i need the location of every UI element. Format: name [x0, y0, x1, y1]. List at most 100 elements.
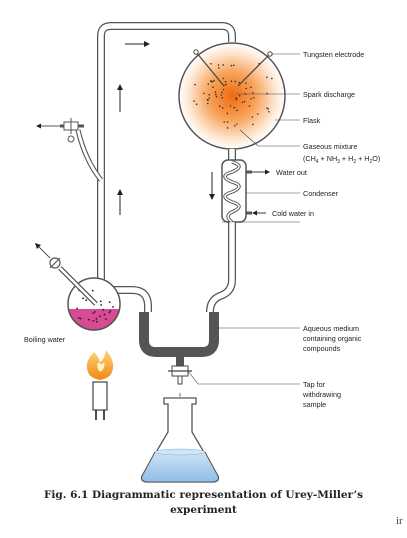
spark-dot [245, 87, 247, 90]
spark-dot [222, 64, 224, 66]
bubble [79, 317, 82, 320]
spark-dot [207, 99, 209, 102]
bubble [102, 308, 105, 311]
spark-dot [226, 127, 229, 129]
spark-dot [243, 100, 246, 103]
label-gas-formula: (CH4 + NH3 + H2 + H2O) [303, 154, 380, 165]
spark-dot [203, 92, 205, 95]
spark-dot [211, 80, 214, 83]
bubble [85, 299, 88, 302]
spark-dot [206, 102, 209, 105]
label-aqueous-medium-line2: containing organic [303, 334, 362, 343]
spark-dot [220, 94, 223, 96]
cold-water-in-arrow-icon [252, 210, 266, 216]
spark-dot [251, 116, 254, 118]
spark-dot [213, 79, 215, 82]
spark-dot [226, 112, 229, 115]
bubble [82, 297, 84, 300]
spark-dot [230, 80, 233, 82]
inlet-tube [49, 257, 98, 306]
figure-caption: Fig. 6.1 Diagrammatic representation of … [0, 488, 407, 518]
spark-dot [268, 111, 270, 113]
label-tap-line1: Tap for [303, 380, 326, 389]
spark-dot [223, 121, 225, 123]
sample-tap [168, 365, 192, 385]
spark-dot [233, 64, 235, 67]
spark-dot [234, 80, 237, 83]
bubble [92, 312, 95, 314]
spark-dot [214, 91, 217, 93]
label-water-out: Water out [276, 168, 307, 177]
label-spark-discharge: Spark discharge [303, 90, 355, 99]
spark-dot [193, 100, 195, 102]
spark-dot [250, 98, 252, 100]
spark-dot [208, 97, 211, 99]
spark-dot [245, 82, 247, 84]
bubble [87, 318, 90, 321]
bubble [95, 317, 98, 320]
spark-dot [252, 92, 254, 94]
bubble [92, 320, 95, 322]
spark-dot [266, 76, 268, 79]
tungsten-electrode [193, 49, 273, 87]
spark-dot [225, 83, 227, 86]
leader-lines [187, 53, 300, 385]
bubble [78, 317, 80, 319]
burner [86, 350, 114, 420]
inlet-arrow-icon [35, 243, 51, 259]
spark-dot [250, 86, 252, 89]
spark-dot [217, 64, 220, 66]
spark-dot [195, 103, 198, 105]
spark-dot [218, 105, 221, 107]
spark-dot [224, 80, 227, 83]
spark-dot [210, 63, 212, 65]
flow-arrow-down-icon [209, 172, 215, 200]
bubble [108, 301, 111, 303]
bubble [100, 304, 103, 306]
flow-arrow-up-icon [117, 189, 123, 215]
spark-dot [235, 97, 237, 99]
bubble [108, 311, 111, 314]
caption-line1: Fig. 6.1 Diagrammatic representation of … [43, 489, 364, 501]
spark-dot [215, 93, 217, 96]
spark-dot [210, 80, 212, 82]
water-out-arrow-icon [252, 169, 270, 175]
label-flask: Flask [303, 116, 321, 125]
label-tungsten-electrode: Tungsten electrode [303, 50, 364, 59]
bubble [95, 320, 98, 323]
condenser [221, 159, 252, 224]
spark-dot [241, 101, 244, 104]
spark-dot [222, 77, 225, 80]
label-aqueous-medium-line3: compounds [303, 344, 341, 353]
u-trap [139, 312, 219, 366]
bubble [112, 306, 114, 308]
spark-dot [229, 105, 232, 107]
spark-dot [208, 93, 211, 96]
collection-flask [140, 397, 220, 483]
bubble [99, 300, 102, 303]
bubble [103, 313, 106, 316]
bubble [91, 289, 94, 292]
spark-dot [234, 125, 236, 127]
flow-arrow-right-icon [125, 41, 150, 47]
spark-dot [230, 64, 233, 67]
side-stopcock [60, 118, 84, 143]
label-boiling-water: Boiling water [24, 335, 66, 344]
spark-dot [238, 94, 241, 97]
spark-discharge [193, 62, 273, 129]
bubble [76, 307, 78, 310]
spark-dot [236, 109, 238, 112]
spark-dot [221, 91, 223, 94]
spark-dot [207, 83, 210, 85]
label-gaseous-mixture: Gaseous mixture [303, 142, 357, 151]
spark-dot [252, 123, 254, 126]
spark-dot [218, 67, 220, 69]
spark-dot [221, 97, 223, 99]
spark-dot [226, 121, 229, 123]
spark-dot [194, 83, 196, 86]
spark-dot [257, 113, 259, 115]
spark-dot [238, 81, 241, 84]
spark-dot [222, 88, 225, 91]
flow-arrow-up-icon [117, 84, 123, 112]
